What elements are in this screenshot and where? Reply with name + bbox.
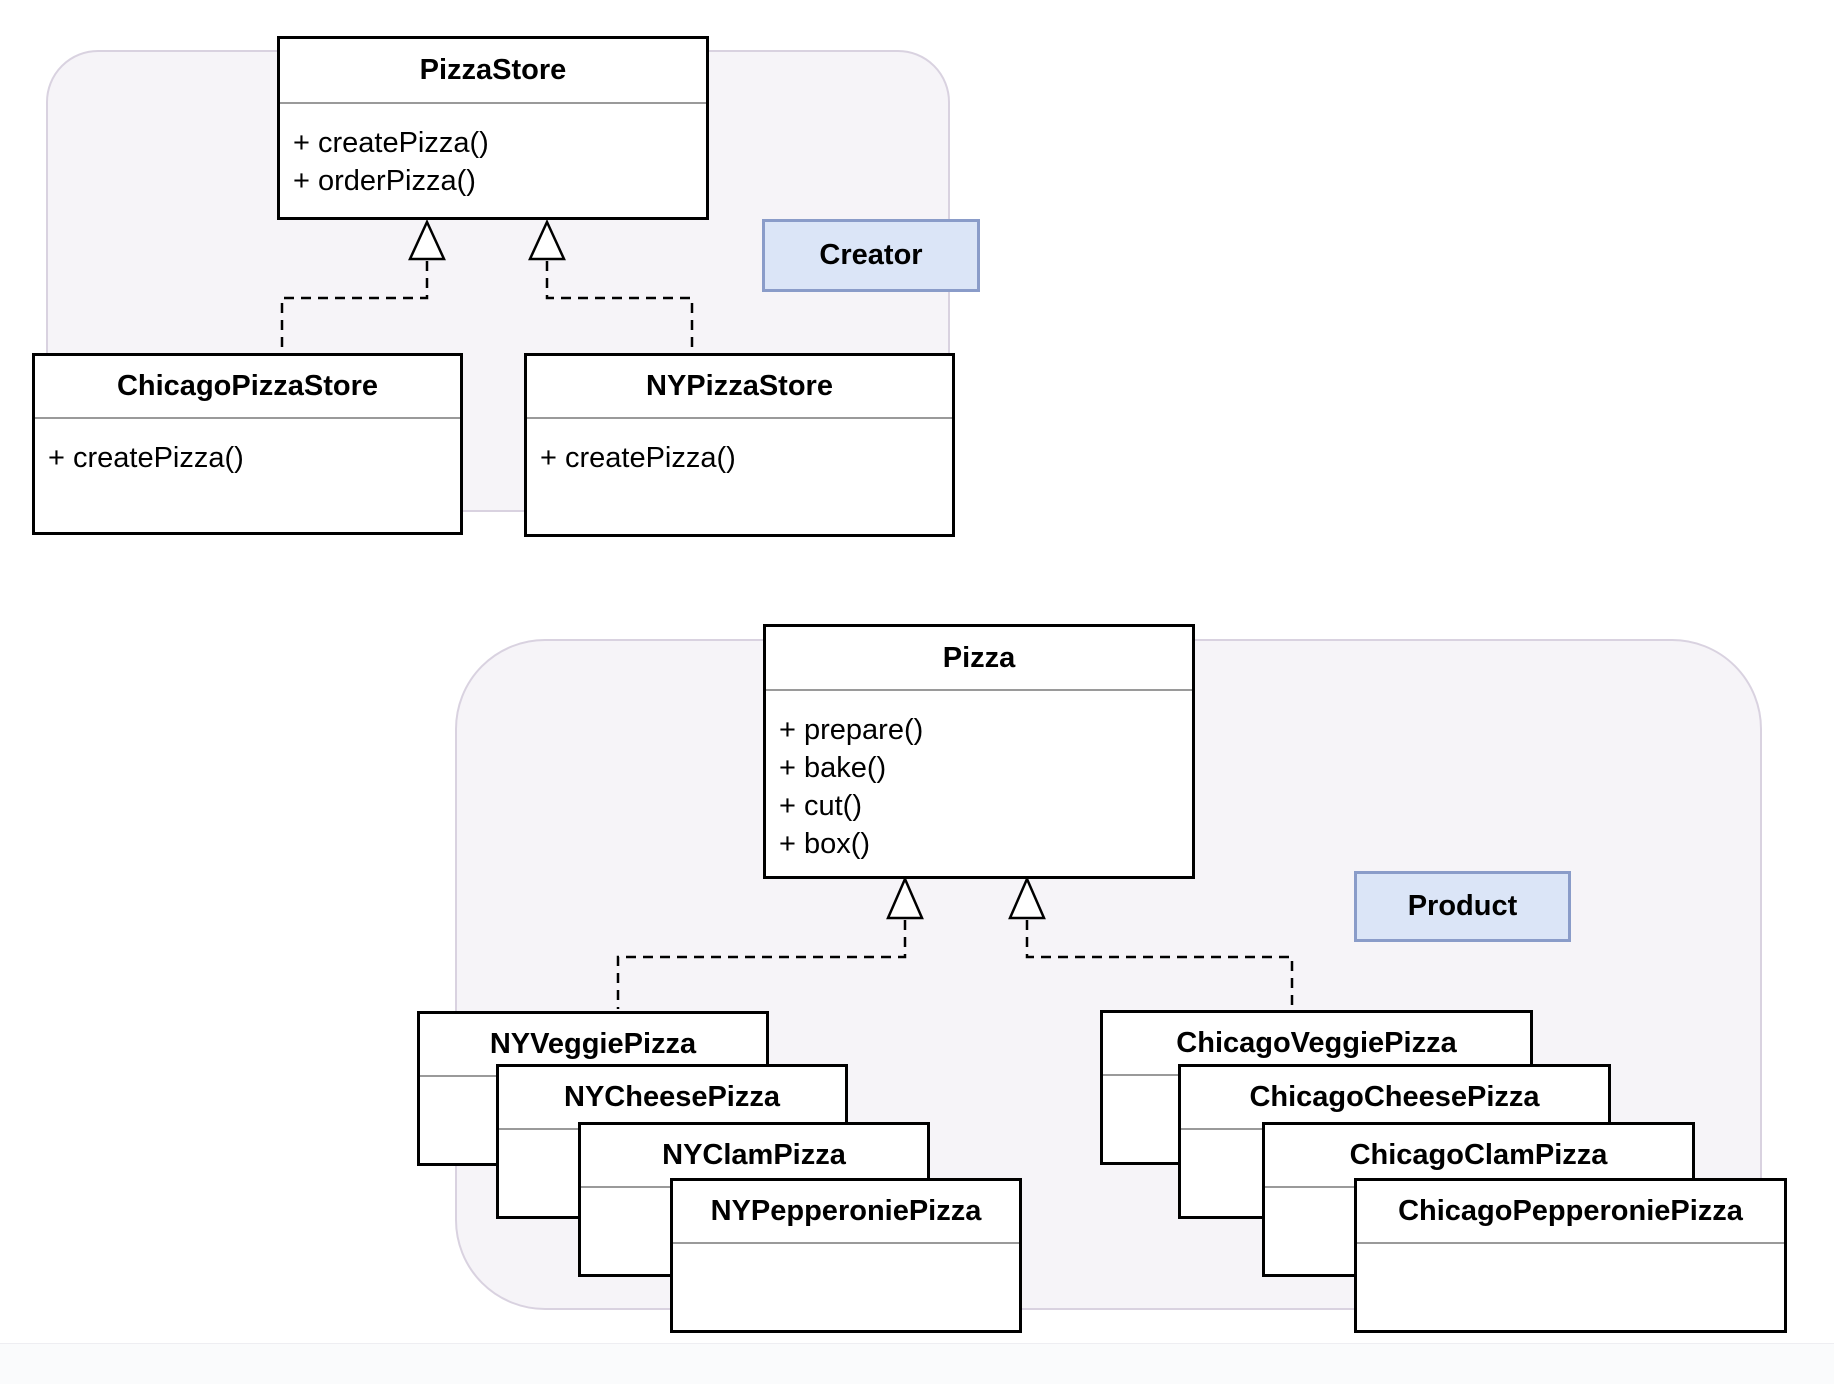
- inheritance-arrowhead-icon: [408, 219, 446, 261]
- method-label: + prepare(): [779, 714, 924, 746]
- class-methods: + createPizza(): [527, 419, 952, 477]
- class-box-pizzastore: PizzaStore + createPizza() + orderPizza(…: [277, 36, 709, 220]
- dashed-connector-nypizzas: [616, 920, 907, 1009]
- class-methods: + prepare() + bake() + cut() + box(): [766, 691, 1192, 863]
- class-title: ChicagoCheesePizza: [1181, 1067, 1608, 1130]
- method-label: + box(): [779, 828, 871, 860]
- creator-badge: Creator: [762, 219, 980, 292]
- class-box-pizza: Pizza + prepare() + bake() + cut() + box…: [763, 624, 1195, 879]
- product-badge: Product: [1354, 871, 1571, 942]
- class-methods: + createPizza(): [35, 419, 460, 477]
- class-title: NYPepperoniePizza: [673, 1181, 1019, 1244]
- inheritance-arrowhead-icon: [528, 219, 566, 261]
- method-label: + createPizza(): [540, 442, 736, 474]
- class-title: NYCheesePizza: [499, 1067, 845, 1130]
- inheritance-arrowhead-icon: [886, 875, 924, 920]
- method-label: + createPizza(): [48, 442, 244, 474]
- class-title: ChicagoPizzaStore: [35, 356, 460, 419]
- class-title: NYPizzaStore: [527, 356, 952, 419]
- class-box-nypepperoniepizza: NYPepperoniePizza: [670, 1178, 1022, 1333]
- method-label: + createPizza(): [293, 127, 489, 159]
- class-title: NYVeggiePizza: [420, 1014, 766, 1077]
- dashed-connector-chicagopizzastore: [280, 261, 429, 351]
- method-label: + orderPizza(): [293, 165, 476, 197]
- class-methods: + createPizza() + orderPizza(): [280, 104, 706, 200]
- dashed-connector-chicagopizzas: [1025, 920, 1294, 1008]
- class-title: PizzaStore: [280, 39, 706, 104]
- class-box-chicagopizzastore: ChicagoPizzaStore + createPizza(): [32, 353, 463, 535]
- dashed-connector-nypizzastore: [545, 261, 694, 351]
- class-title: ChicagoPepperoniePizza: [1357, 1181, 1784, 1244]
- page-bottom-strip: [0, 1343, 1834, 1384]
- inheritance-arrowhead-icon: [1008, 875, 1046, 920]
- class-box-chicagopepperoniepizza: ChicagoPepperoniePizza: [1354, 1178, 1787, 1333]
- method-label: + bake(): [779, 752, 887, 784]
- class-box-nypizzastore: NYPizzaStore + createPizza(): [524, 353, 955, 537]
- class-title: Pizza: [766, 627, 1192, 691]
- method-label: + cut(): [779, 790, 862, 822]
